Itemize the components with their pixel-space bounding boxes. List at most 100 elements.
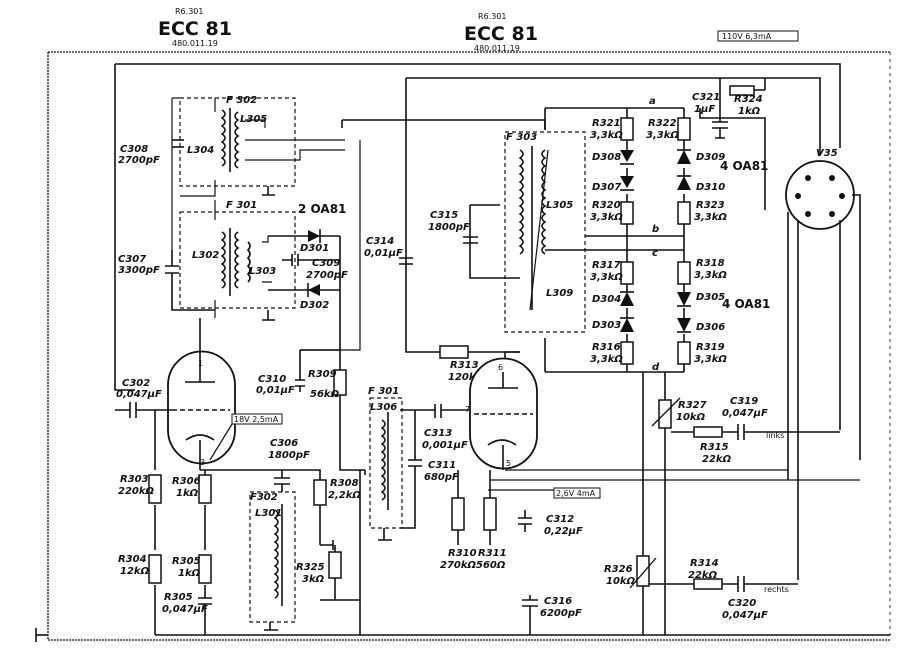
svg-text:R323: R323 <box>696 200 725 211</box>
tube2-symbol: 6 7 5 <box>465 357 538 470</box>
svg-text:6200pF: 6200pF <box>540 608 582 619</box>
svg-text:0,01µF: 0,01µF <box>256 385 295 396</box>
svg-text:D302: D302 <box>300 300 329 311</box>
svg-text:d: d <box>652 362 660 373</box>
l304-label: L304 <box>187 145 214 156</box>
svg-text:5: 5 <box>506 459 511 468</box>
svg-text:R327: R327 <box>678 400 707 411</box>
svg-text:links: links <box>766 431 784 440</box>
svg-text:3,3kΩ: 3,3kΩ <box>590 212 623 223</box>
svg-text:0,01µF: 0,01µF <box>364 248 403 259</box>
tube1-type: ECC 81 <box>158 18 232 40</box>
svg-text:R315: R315 <box>700 442 729 453</box>
svg-text:0,047µF: 0,047µF <box>722 610 768 621</box>
svg-text:C321: C321 <box>692 92 720 103</box>
heater-label-1: 18V 2,5mA <box>234 415 279 424</box>
svg-text:R325: R325 <box>296 562 325 573</box>
svg-text:1kΩ: 1kΩ <box>176 488 199 499</box>
svg-text:3,3kΩ: 3,3kΩ <box>694 270 727 281</box>
c321-r324: C321 1µF R324 1kΩ <box>692 78 766 210</box>
svg-text:12kΩ: 12kΩ <box>120 566 150 577</box>
supply-box <box>717 30 799 42</box>
svg-text:1800pF: 1800pF <box>268 450 310 461</box>
svg-text:R306: R306 <box>172 476 201 487</box>
svg-text:D303: D303 <box>592 320 621 331</box>
c302: C302 0,047µF <box>115 378 172 418</box>
top-rails <box>114 63 841 391</box>
svg-text:R305: R305 <box>172 556 201 567</box>
svg-text:10kΩ: 10kΩ <box>676 412 706 423</box>
svg-text:2,2kΩ: 2,2kΩ <box>328 490 361 501</box>
svg-text:6: 6 <box>498 363 503 372</box>
svg-text:D308: D308 <box>592 152 621 163</box>
outer-frame <box>35 51 891 642</box>
svg-text:270kΩ: 270kΩ <box>440 560 477 571</box>
svg-text:C311: C311 <box>428 460 456 471</box>
svg-text:L301: L301 <box>255 508 282 519</box>
rechts-output: R326 10kΩ R314 22kΩ C320 0,047µF rechts <box>604 372 798 635</box>
d301-d302-network: D301 D302 C309 2700pF <box>268 229 348 311</box>
svg-text:3,3kΩ: 3,3kΩ <box>590 272 623 283</box>
svg-text:D305: D305 <box>696 292 725 303</box>
svg-text:R310: R310 <box>448 548 477 559</box>
svg-text:3,3kΩ: 3,3kΩ <box>646 130 679 141</box>
svg-text:C316: C316 <box>544 596 572 607</box>
f302-block: F 302 L305 L304 <box>171 95 345 250</box>
svg-text:L309: L309 <box>546 288 573 299</box>
svg-text:C306: C306 <box>270 438 298 449</box>
svg-text:R317: R317 <box>592 260 621 271</box>
l302-label: L302 <box>192 250 219 261</box>
svg-text:R305: R305 <box>164 592 193 603</box>
svg-text:C302: C302 <box>122 378 150 389</box>
f301b-block: F 301 L306 <box>364 386 435 541</box>
left-cathode-network: R303 220kΩ R306 1kΩ R304 12kΩ R305 1kΩ R… <box>118 410 361 635</box>
svg-text:C309: C309 <box>312 258 340 269</box>
tube1-symbol: 1 3 <box>167 318 236 470</box>
tube1-code: 480.011.19 <box>172 39 218 48</box>
svg-text:10kΩ: 10kΩ <box>606 576 636 587</box>
svg-text:D301: D301 <box>300 243 329 254</box>
diode-group-1: 2 OA81 <box>298 202 346 216</box>
svg-text:2700pF: 2700pF <box>118 155 160 166</box>
svg-text:V35: V35 <box>816 148 838 159</box>
svg-text:F302: F302 <box>250 492 278 503</box>
svg-text:22kΩ: 22kΩ <box>688 570 718 581</box>
svg-text:R309: R309 <box>308 369 337 380</box>
svg-text:680pF: 680pF <box>424 472 459 483</box>
svg-text:R314: R314 <box>690 558 719 569</box>
svg-text:220kΩ: 220kΩ <box>118 486 155 497</box>
c308: C308 2700pF <box>118 139 184 166</box>
svg-text:F 301: F 301 <box>368 386 399 397</box>
r309-c310: C310 0,01µF R309 56kΩ <box>256 290 365 471</box>
svg-text:R303: R303 <box>120 474 149 485</box>
svg-text:1kΩ: 1kΩ <box>178 568 201 579</box>
svg-text:a: a <box>649 96 656 107</box>
svg-text:2700pF: 2700pF <box>306 270 348 281</box>
c313-c311: C313 0,001µF C311 680pF <box>408 404 480 483</box>
r313: R313 120kΩ <box>439 345 520 383</box>
svg-text:C312: C312 <box>546 514 574 525</box>
c314: C314 0,01µF <box>364 236 413 265</box>
svg-text:22kΩ: 22kΩ <box>702 454 732 465</box>
svg-text:3,3kΩ: 3,3kΩ <box>694 212 727 223</box>
c307: C307 3300pF <box>118 250 215 311</box>
svg-text:56kΩ: 56kΩ <box>310 389 340 400</box>
svg-text:C313: C313 <box>424 428 452 439</box>
svg-text:L305: L305 <box>546 200 573 211</box>
svg-text:3: 3 <box>200 458 205 467</box>
svg-text:0,001µF: 0,001µF <box>422 440 468 451</box>
svg-text:F 303: F 303 <box>506 132 537 143</box>
heater-label-2: 2,6V 4mA <box>556 489 596 498</box>
svg-text:1kΩ: 1kΩ <box>738 106 761 117</box>
v35-socket: V35 <box>785 148 861 580</box>
bottom-rail <box>155 600 890 636</box>
r325: R325 3kΩ <box>296 470 361 601</box>
svg-text:3kΩ: 3kΩ <box>302 574 325 585</box>
svg-text:c: c <box>652 248 658 259</box>
tube2-type: ECC 81 <box>464 23 538 45</box>
svg-text:R311: R311 <box>478 548 507 559</box>
svg-text:R320: R320 <box>592 200 621 211</box>
f302-l301-block: C306 1800pF F302 L301 <box>249 438 310 631</box>
